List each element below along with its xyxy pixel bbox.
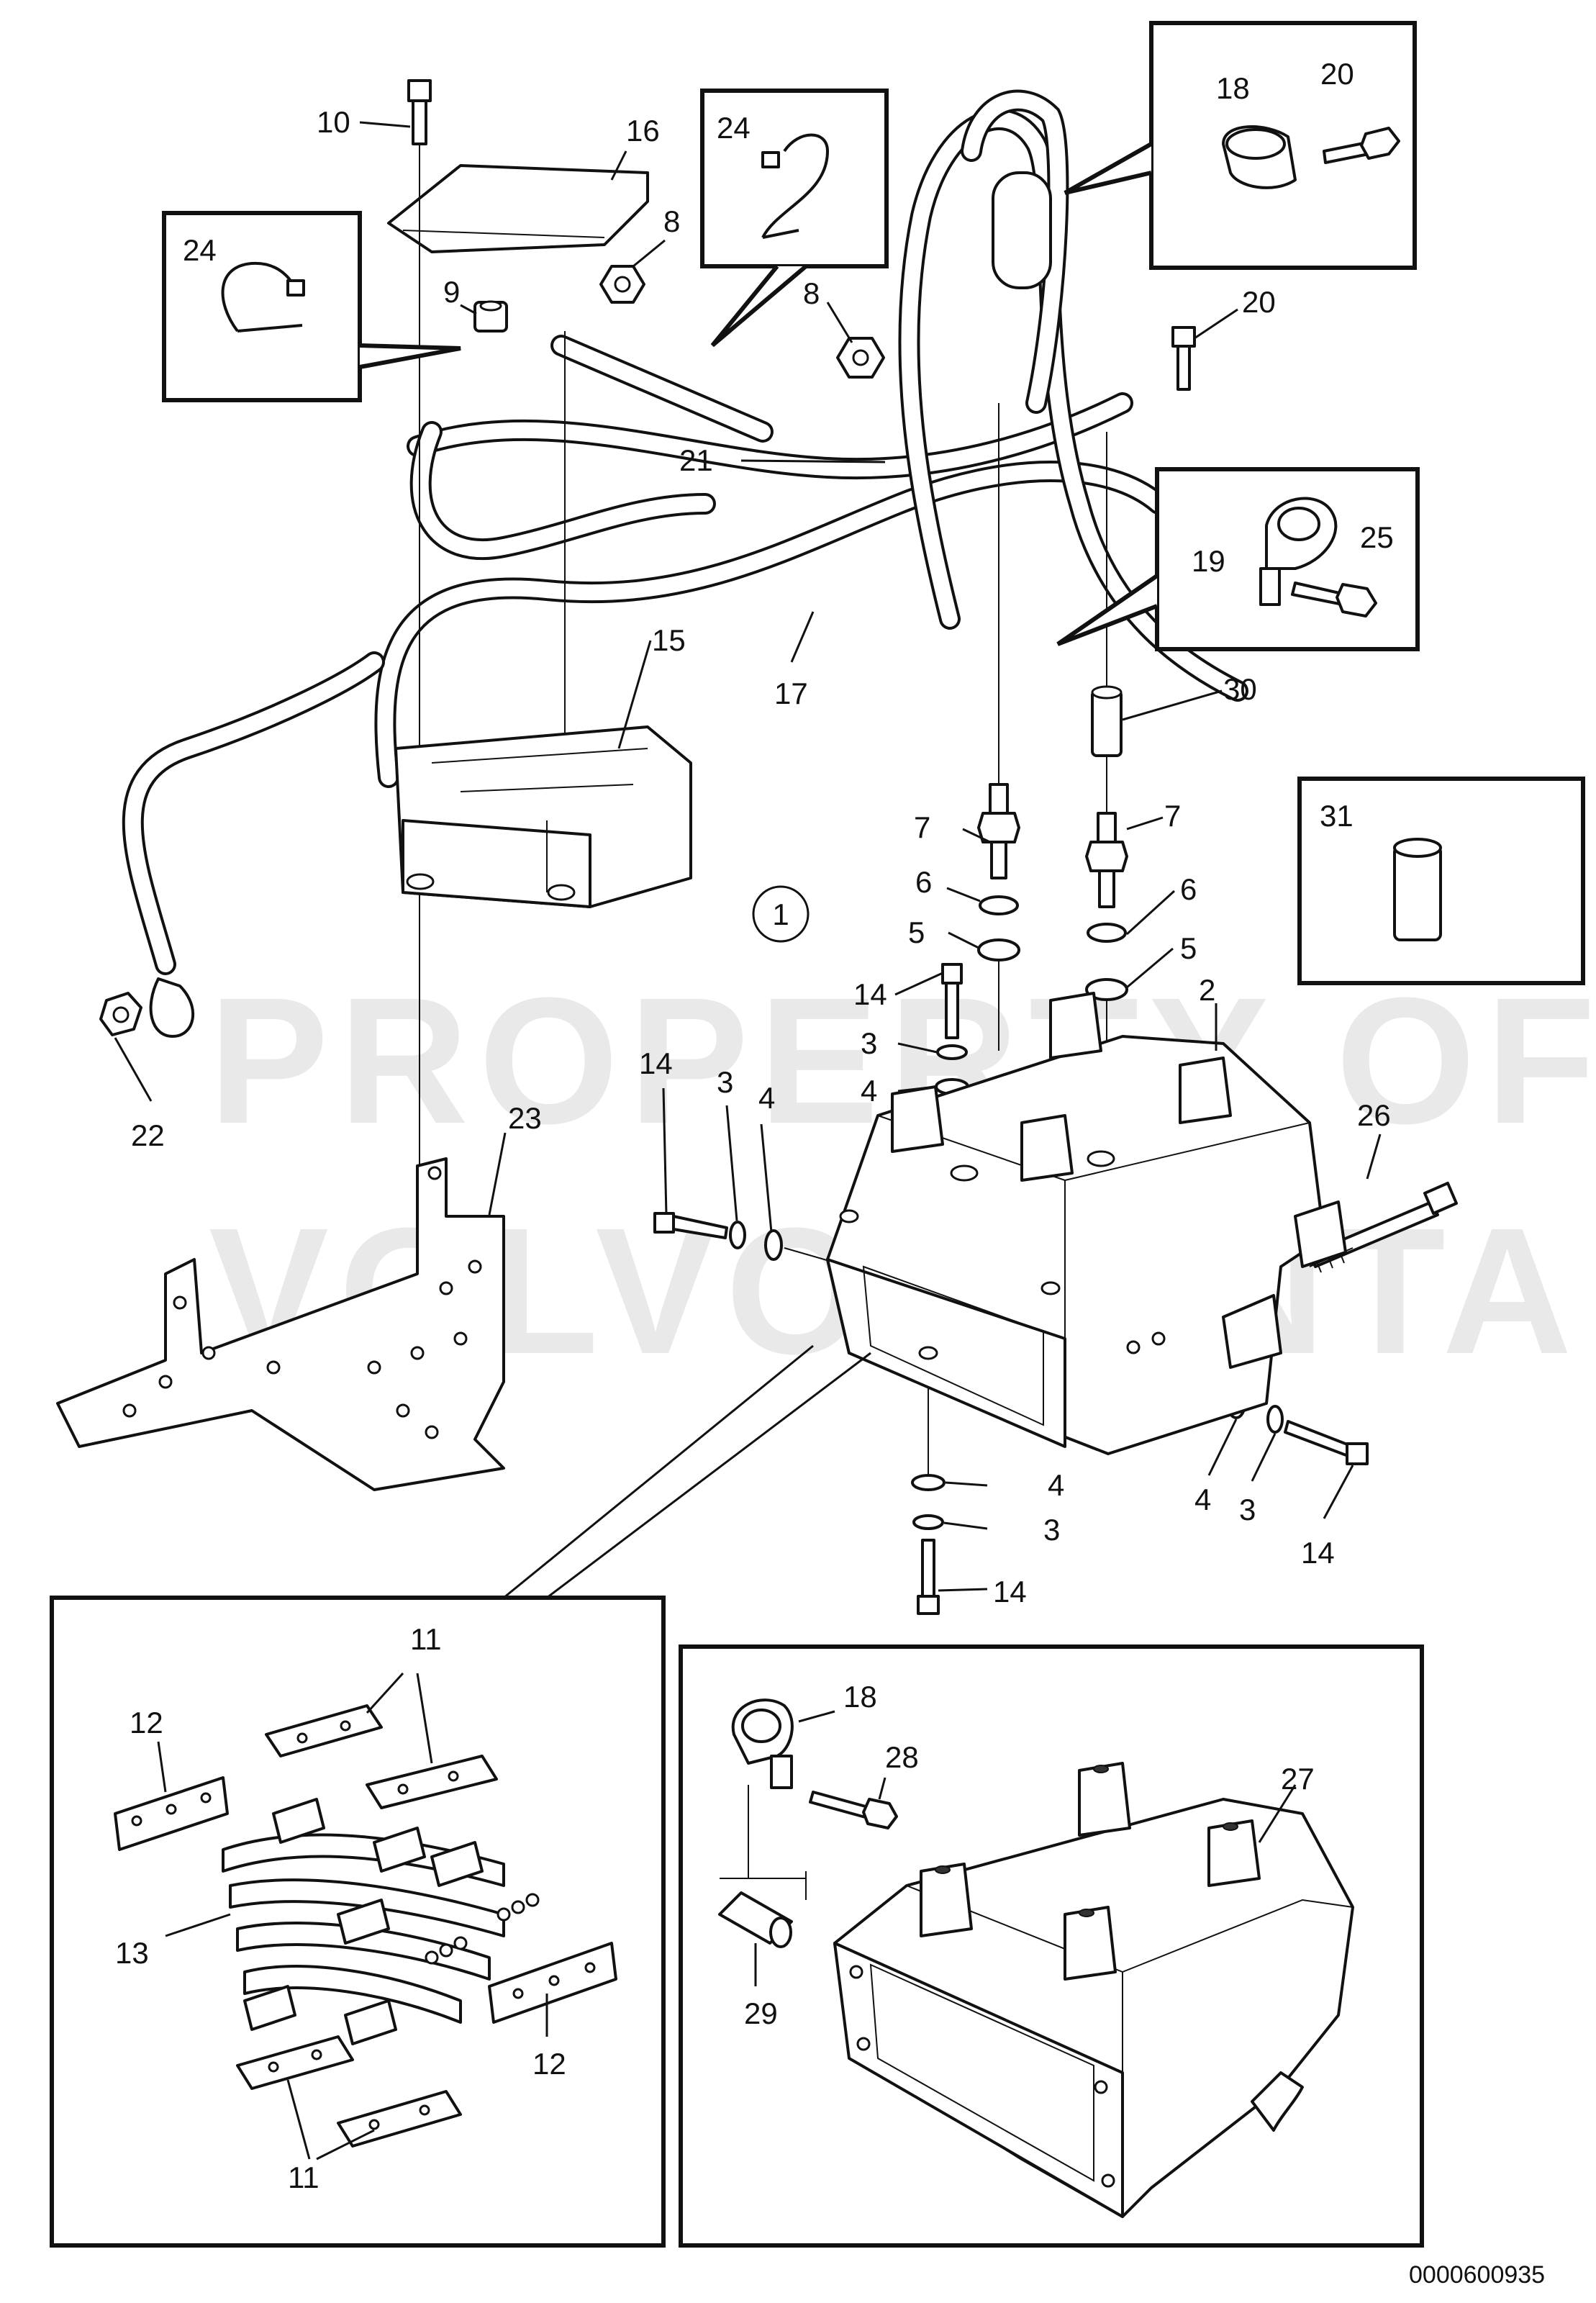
callout-3-left: 3 xyxy=(717,1065,733,1099)
callout-29: 29 xyxy=(744,1996,778,2030)
callout-26: 26 xyxy=(1357,1098,1391,1132)
cover-16 xyxy=(387,164,649,253)
callout-31: 31 xyxy=(1320,799,1354,833)
item-1-marker: 1 xyxy=(752,885,810,943)
callout-12-left: 12 xyxy=(130,1706,163,1739)
stud-7-left xyxy=(977,403,1020,879)
callout-9: 9 xyxy=(443,275,460,309)
housing-2 xyxy=(826,992,1347,1455)
stud-7-right xyxy=(1085,432,1128,908)
callout-18-cover: 18 xyxy=(843,1680,877,1714)
callout-3-top: 3 xyxy=(861,1026,877,1060)
callout-3-bottom: 3 xyxy=(1043,1513,1060,1547)
washers-6-5 xyxy=(977,895,1128,1123)
callout-5-right: 5 xyxy=(1180,931,1197,965)
callout-15: 15 xyxy=(652,623,686,657)
callout-13: 13 xyxy=(115,1936,149,1970)
callout-28: 28 xyxy=(885,1740,919,1774)
callout-14-top: 14 xyxy=(853,977,887,1011)
inset-cable-tie-24-left: 24 xyxy=(162,211,461,402)
callout-27: 27 xyxy=(1281,1762,1315,1796)
callout-3-right: 3 xyxy=(1239,1493,1256,1526)
spacer-9 xyxy=(473,300,508,332)
callout-7-right: 7 xyxy=(1164,799,1181,833)
cable-harness xyxy=(122,89,1248,975)
inset-busbars: 11 12 13 12 11 xyxy=(50,1596,666,2248)
busbar-11-top-2 xyxy=(366,1755,498,1809)
sleeve-29 xyxy=(718,1891,793,1948)
screw-20 xyxy=(1171,326,1196,391)
callout-8-left: 8 xyxy=(663,204,680,238)
inset-clamp-18-20: 18 20 xyxy=(1064,21,1417,270)
nut-8-b xyxy=(836,337,885,379)
callout-2: 2 xyxy=(1199,973,1215,1007)
busbar-12-left xyxy=(114,1776,229,1851)
callout-23: 23 xyxy=(508,1101,542,1135)
spacer-30 xyxy=(1091,685,1123,757)
callout-30: 30 xyxy=(1223,672,1257,706)
callout-20: 20 xyxy=(1242,285,1276,319)
nut-22 xyxy=(99,977,194,1038)
inset-cover-27: 18 28 27 29 xyxy=(679,1644,1424,2248)
callout-4-top: 4 xyxy=(861,1074,877,1108)
callout-16: 16 xyxy=(626,114,660,148)
callout-labels: 10 16 8 9 8 20 21 15 17 30 7 7 6 6 5 5 1… xyxy=(131,105,1391,1609)
nut-8-a xyxy=(599,265,645,304)
callout-10: 10 xyxy=(317,105,350,139)
clamp-18 xyxy=(731,1698,794,1789)
busbar-bundle-13 xyxy=(222,1798,540,2045)
callout-4-bottom: 4 xyxy=(1048,1468,1064,1502)
callout-24-top: 24 xyxy=(717,111,751,145)
screw-28 xyxy=(809,1791,898,1829)
busbar-11-top-1 xyxy=(265,1704,383,1757)
callout-4-right: 4 xyxy=(1194,1483,1211,1516)
busbar-12-right xyxy=(488,1942,617,2024)
inset-clamp-19-25: 19 25 xyxy=(1056,467,1420,651)
inset-cable-tie-24-top: 24 xyxy=(700,89,889,348)
callout-6-right: 6 xyxy=(1180,872,1197,906)
item-1-label: 1 xyxy=(772,897,789,931)
document-code: 0000600935 xyxy=(1409,2261,1545,2289)
callout-14-bottom: 14 xyxy=(993,1575,1027,1609)
callout-17: 17 xyxy=(774,677,808,710)
housing-27 xyxy=(833,1762,1354,2218)
inset-part-31: 31 xyxy=(1297,777,1585,985)
bolt-14-bottom xyxy=(911,1367,946,1615)
callout-11-bottom: 11 xyxy=(288,2161,319,2194)
callout-19: 19 xyxy=(1192,544,1225,578)
callout-21: 21 xyxy=(679,443,713,477)
callout-24-left: 24 xyxy=(183,233,217,267)
callout-20: 20 xyxy=(1320,57,1354,91)
callout-22: 22 xyxy=(131,1118,165,1152)
callout-4-left: 4 xyxy=(758,1081,775,1115)
callout-14-left: 14 xyxy=(639,1046,673,1080)
leader-lines xyxy=(114,121,1382,1592)
callout-14-right: 14 xyxy=(1301,1536,1335,1570)
busbar-11-bottom-1 xyxy=(236,2035,354,2090)
callout-11-top: 11 xyxy=(410,1622,442,1656)
bracket-23 xyxy=(56,1157,505,1491)
callout-8-right: 8 xyxy=(803,276,820,310)
junction-box-15 xyxy=(394,725,692,908)
callout-12-right: 12 xyxy=(532,2047,566,2081)
callout-5-left: 5 xyxy=(908,915,925,949)
callout-6-left: 6 xyxy=(915,865,932,899)
callout-25: 25 xyxy=(1360,520,1394,554)
bolt-10 xyxy=(407,79,432,1195)
callout-18: 18 xyxy=(1216,71,1250,105)
callout-7-left: 7 xyxy=(914,810,930,844)
